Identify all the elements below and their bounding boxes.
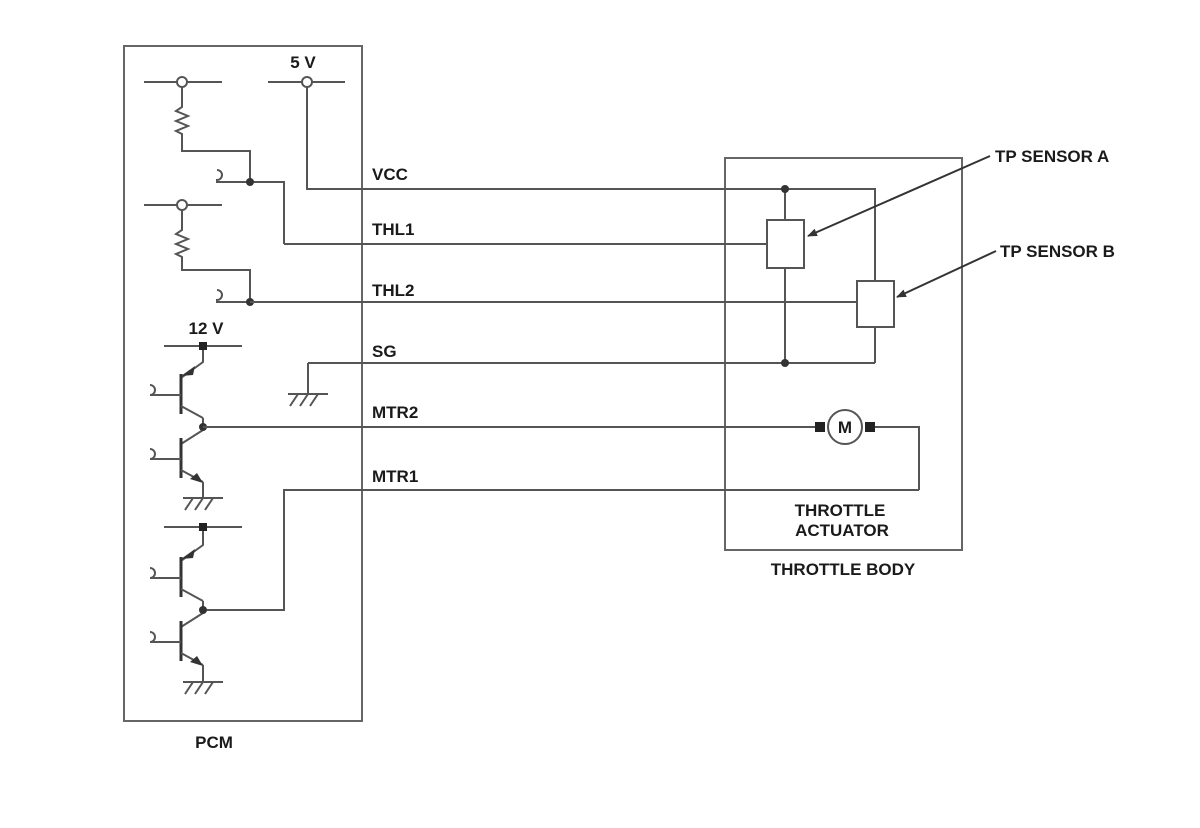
- throttle-actuator-label-line2: ACTUATOR: [795, 521, 889, 540]
- sg-junction-dot: [781, 359, 789, 367]
- pcm-box: [123, 45, 363, 722]
- tp-sensor-a-element: [766, 219, 805, 269]
- pullup-resistor-2: [144, 199, 254, 306]
- transistor-high-side-2: [149, 531, 204, 602]
- throttle-motor: [815, 409, 875, 445]
- mtr1-label: MTR1: [372, 467, 418, 486]
- transistor-high-side-1: [149, 350, 204, 419]
- supply-12v-label: 12 V: [189, 319, 225, 338]
- mtr2-label: MTR2: [372, 403, 418, 422]
- thl2-label: THL2: [372, 281, 415, 300]
- supply-terminal-2: [164, 523, 242, 531]
- mtr1-junction-dot: [199, 606, 207, 614]
- ground-icon-2: [183, 681, 223, 695]
- transistor-low-side-2: [149, 612, 204, 682]
- vcc-label: VCC: [372, 165, 408, 184]
- tp-sensor-a-arrow: [807, 155, 991, 237]
- supply-5v-terminal: [268, 76, 345, 88]
- tp-sensor-b-element: [856, 280, 895, 328]
- motor-return-wire: [875, 426, 920, 490]
- tp-sensor-a-label: TP SENSOR A: [995, 147, 1109, 166]
- ground-icon-1: [183, 497, 223, 511]
- throttle-body-box: [724, 157, 963, 551]
- motor-symbol-label: M: [838, 418, 852, 437]
- pullup-resistor-1: [144, 76, 285, 244]
- sg-ground-icon: [288, 393, 328, 407]
- mtr1-wire: [203, 489, 919, 611]
- transistor-low-side-1: [149, 429, 204, 498]
- supply-5v-label: 5 V: [290, 53, 316, 72]
- sg-label: SG: [372, 342, 397, 361]
- vcc-junction-dot: [781, 185, 789, 193]
- supply-12v-terminal: [164, 342, 242, 350]
- throttle-body-label: THROTTLE BODY: [771, 560, 916, 579]
- throttle-actuator-label-line1: THROTTLE: [795, 501, 886, 520]
- pcm-label: PCM: [195, 733, 233, 752]
- tp-sensor-b-arrow: [896, 250, 997, 298]
- thl1-label: THL1: [372, 220, 415, 239]
- tp-sensor-b-label: TP SENSOR B: [1000, 242, 1115, 261]
